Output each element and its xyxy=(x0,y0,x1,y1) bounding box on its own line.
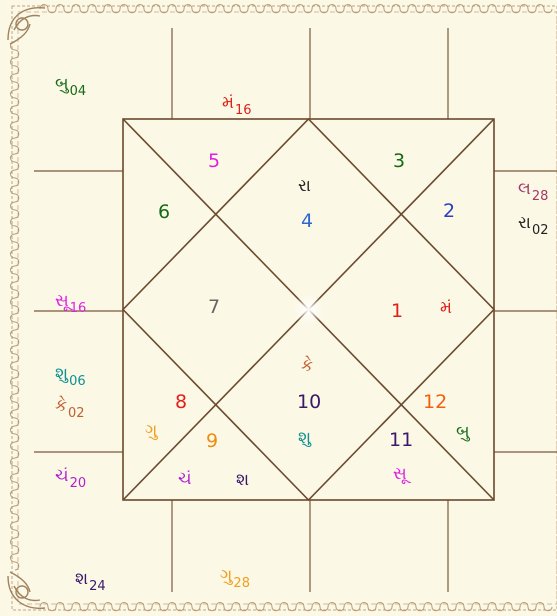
house-4-planet-rahu: રા xyxy=(298,178,311,195)
ornamental-border xyxy=(12,6,557,610)
house-1-planet-mars: મં xyxy=(440,300,452,317)
outer-label-mars: મં16 xyxy=(222,95,252,112)
house-number-12: 12 xyxy=(423,393,447,412)
corner-flourish-top-left xyxy=(8,8,45,44)
outer-label-jupiter: ગુ28 xyxy=(220,568,250,585)
house-number-5: 5 xyxy=(208,152,220,171)
outer-label-sun: સૂ16 xyxy=(55,293,86,310)
border-scrollwork xyxy=(11,5,553,611)
house-10-planet-ketu: કે xyxy=(301,358,313,375)
outer-label-ketu: કે02 xyxy=(55,398,85,415)
house-9-planet-saturn: શ xyxy=(236,472,249,489)
outer-label-saturn: શ24 xyxy=(75,571,106,588)
house-9-planet-moon: ચં xyxy=(178,471,192,488)
outer-label-lagna: લ28 xyxy=(518,181,548,198)
house-number-10: 10 xyxy=(297,393,321,412)
outer-label-rahu: રા02 xyxy=(518,215,549,232)
house-number-1: 1 xyxy=(391,302,403,321)
center-glow xyxy=(293,294,325,326)
house-8-planet-jupiter: ગુ xyxy=(145,423,157,440)
house-number-2: 2 xyxy=(443,202,455,221)
house-number-9: 9 xyxy=(206,432,218,451)
house-11-planet-sun: સૂ xyxy=(393,466,407,483)
outer-label-venus: શુ06 xyxy=(55,366,86,383)
outer-label-mercury: બુ04 xyxy=(55,76,86,93)
corner-flourish-bottom-left xyxy=(8,572,45,608)
house-number-3: 3 xyxy=(393,152,405,171)
house-number-6: 6 xyxy=(158,203,170,222)
house-number-7: 7 xyxy=(208,298,220,317)
house-12-planet-mercury: બુ xyxy=(456,424,470,441)
house-10-planet-venus: શુ xyxy=(298,430,311,447)
house-number-8: 8 xyxy=(175,393,187,412)
outer-label-moon: ચં20 xyxy=(55,468,86,485)
house-number-11: 11 xyxy=(389,431,413,450)
house-number-4: 4 xyxy=(301,212,313,231)
